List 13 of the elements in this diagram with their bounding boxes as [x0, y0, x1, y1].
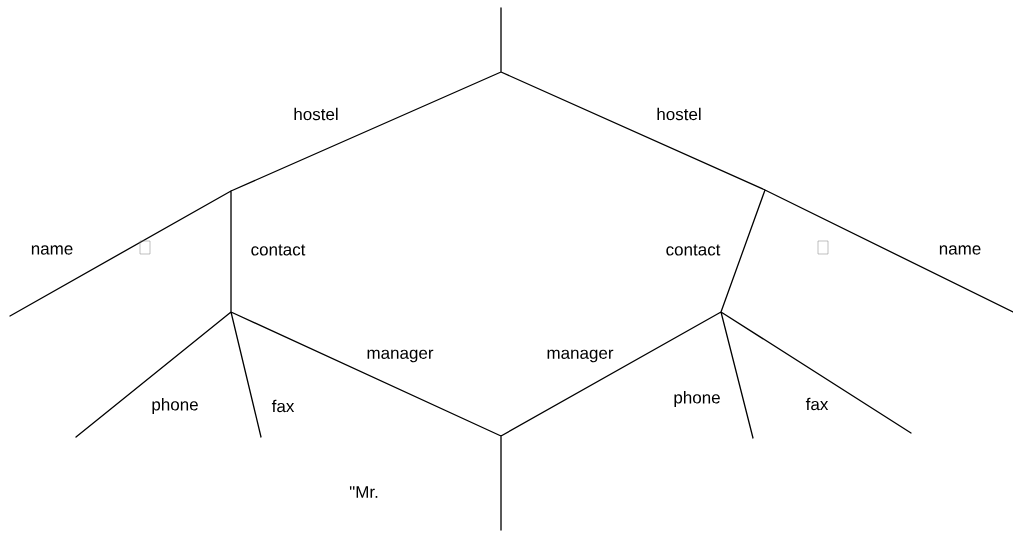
branch-label: name [31, 245, 73, 255]
branch-label: hostel [294, 107, 338, 121]
branch-label: "Mr. [349, 486, 378, 498]
branch-label: contact [666, 244, 721, 256]
branch-label: manager [547, 349, 614, 363]
branch-label: name [939, 245, 981, 255]
branch-label: contact [251, 244, 306, 256]
branch-label: fax [805, 397, 829, 411]
branch-label: fax [271, 399, 295, 413]
branch-label: phone [674, 391, 720, 407]
branch-label: hostel [657, 107, 701, 121]
branch-label: phone [152, 398, 198, 414]
branch-label: manager [367, 349, 434, 363]
